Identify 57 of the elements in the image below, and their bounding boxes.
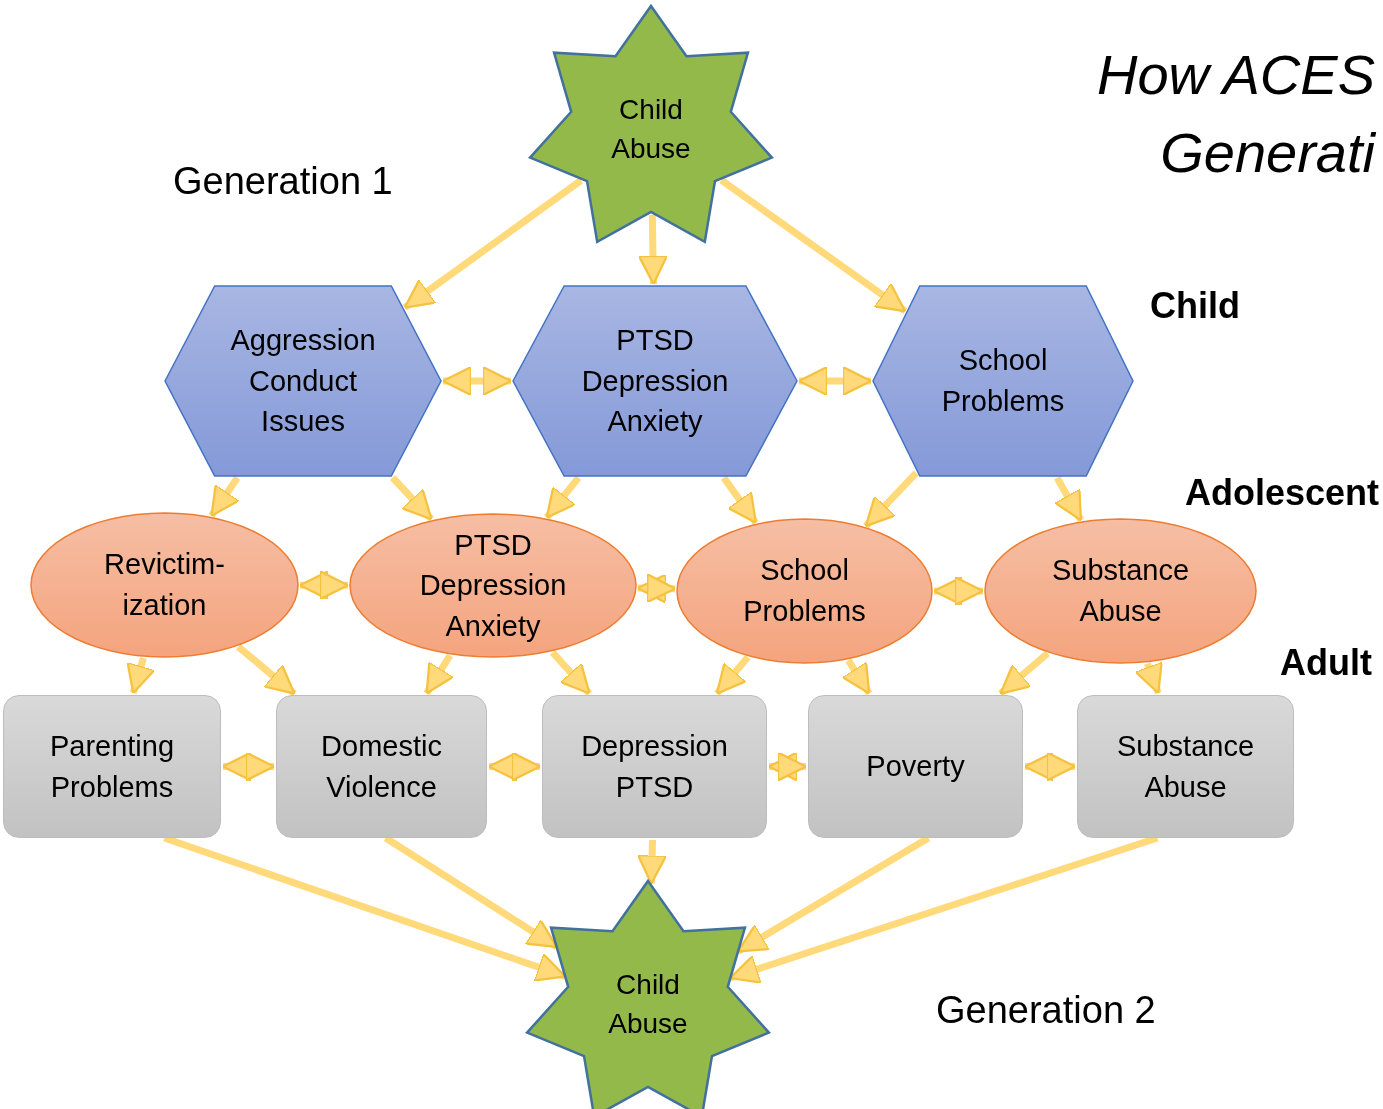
node-label: Depression PTSD xyxy=(580,728,729,805)
block-arrow xyxy=(767,751,808,782)
hexagon-shape xyxy=(873,286,1133,476)
block-arrow xyxy=(423,653,455,696)
generation-label: Generation 1 xyxy=(173,160,393,203)
block-arrow xyxy=(208,475,241,518)
block-arrow xyxy=(1023,751,1077,782)
block-arrow xyxy=(841,658,873,696)
block-arrow xyxy=(298,570,350,601)
block-arrow xyxy=(544,475,582,520)
block-arrow xyxy=(487,751,542,782)
block-arrow xyxy=(1134,660,1163,695)
diagram-title: How ACES Generati xyxy=(1096,42,1375,186)
block-arrow xyxy=(236,644,297,697)
block-arrow xyxy=(390,475,434,522)
hexagon-shape xyxy=(513,286,797,476)
block-arrow xyxy=(720,475,759,525)
hexagon-shape xyxy=(165,286,441,476)
node-label: Child Abuse xyxy=(607,967,689,1041)
block-arrow xyxy=(1053,476,1084,522)
block-arrow xyxy=(998,650,1050,697)
block-arrow xyxy=(719,177,908,315)
star-shape xyxy=(526,5,776,245)
stage-label: Child xyxy=(1150,285,1240,327)
block-arrow xyxy=(550,649,592,696)
rounded-box xyxy=(542,695,767,838)
node-label: Child Abuse xyxy=(610,92,692,166)
node-label: School Problems xyxy=(742,553,867,629)
rounded-box xyxy=(808,695,1023,838)
rounded-box xyxy=(276,695,487,838)
node-label: Substance Abuse xyxy=(1115,728,1255,805)
rounded-box xyxy=(1077,695,1294,838)
block-arrow xyxy=(402,177,584,311)
block-arrow xyxy=(637,214,669,286)
node-label: Domestic Violence xyxy=(320,728,443,805)
block-arrow xyxy=(636,839,668,885)
rounded-box xyxy=(3,695,221,838)
block-arrow xyxy=(863,470,919,529)
block-arrow xyxy=(441,365,513,397)
star-shape xyxy=(523,880,773,1109)
node-label: Substance Abuse xyxy=(1050,553,1190,629)
block-arrow xyxy=(714,655,751,696)
stage-label: Adult xyxy=(1280,642,1372,684)
node-label: Parenting Problems xyxy=(48,728,176,805)
node-label: Aggression Conduct Issues xyxy=(229,323,377,440)
node-label: Revictim- ization xyxy=(103,547,226,623)
block-arrow xyxy=(126,657,156,695)
block-arrow xyxy=(797,365,873,397)
stage-label: Adolescent xyxy=(1185,472,1380,514)
block-arrow xyxy=(932,575,985,607)
node-label: Poverty xyxy=(865,749,966,785)
node-label: PTSD Depression Anxiety xyxy=(580,323,730,440)
node-label: PTSD Depression Anxiety xyxy=(418,527,568,644)
block-arrow xyxy=(221,751,276,782)
block-arrow xyxy=(636,573,677,604)
node-label: School Problems xyxy=(940,343,1066,419)
generation-label: Generation 2 xyxy=(936,989,1156,1032)
